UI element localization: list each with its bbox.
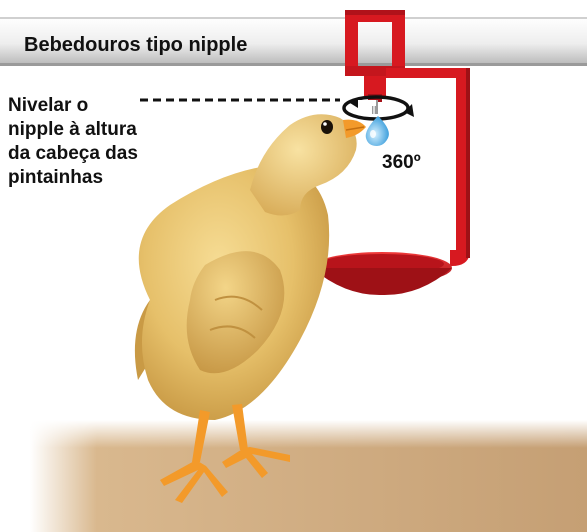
instruction-line: da cabeça das	[8, 143, 138, 164]
water-pipe	[0, 17, 587, 66]
diagram-title: Bebedouros tipo nipple	[24, 34, 248, 56]
chick-illustration	[134, 114, 366, 503]
instruction-line: Nivelar o	[8, 95, 89, 116]
floor-litter	[30, 420, 587, 532]
nipple-height-instruction: Nivelar o nipple à altura da cabeça das …	[8, 94, 198, 190]
instruction-line: nipple à altura	[8, 119, 137, 140]
nipple-valve	[364, 76, 386, 114]
drip-cup	[312, 252, 452, 296]
cup-bracket	[386, 68, 470, 266]
instruction-line: pintainhas	[8, 167, 104, 188]
water-drop-icon	[365, 116, 389, 146]
rotation-label: 360º	[382, 152, 421, 173]
